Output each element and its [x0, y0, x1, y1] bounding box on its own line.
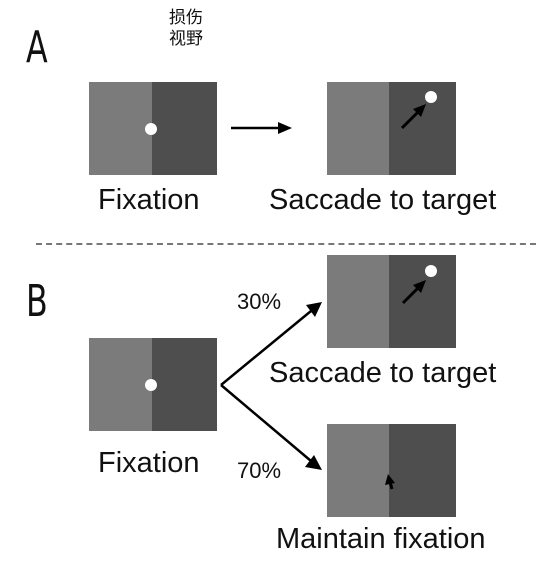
lesioned-hemifield: [152, 338, 217, 431]
sequence-arrow-head: [278, 122, 292, 134]
panel-a-saccade-screen: [327, 82, 456, 175]
panel-a-saccade-caption: Saccade to target: [269, 184, 497, 216]
intact-hemifield: [89, 82, 152, 175]
lesion-label-line1: 损伤: [169, 8, 203, 28]
panel-b-letter: B: [26, 276, 48, 327]
lesioned-hemifield: [389, 255, 456, 348]
fixation-dot: [145, 379, 157, 391]
panel-a-letter: A: [26, 22, 48, 73]
intact-hemifield: [327, 82, 389, 175]
branch-arrow-down-line: [220, 384, 312, 462]
branch-arrow-up-head: [306, 302, 322, 317]
panel-b-fixation-screen: [89, 338, 217, 431]
target-dot: [425, 265, 437, 277]
panel-a-fixation-caption: Fixation: [98, 184, 200, 216]
intact-hemifield: [89, 338, 152, 431]
panel-b-maintain-screen: [327, 424, 456, 517]
maintain-percent: 70%: [237, 458, 282, 483]
panel-b-saccade-screen: [327, 255, 456, 348]
saccade-arrow-head: [413, 104, 426, 117]
panel-b-maintain-caption: Maintain fixation: [276, 523, 486, 555]
saccade-percent: 30%: [237, 289, 282, 314]
lesioned-hemifield: [152, 82, 217, 175]
fixation-dot: [145, 123, 157, 135]
saccade-arrow-head: [413, 280, 426, 293]
panel-b-fixation-caption: Fixation: [98, 447, 200, 479]
intact-hemifield: [327, 255, 389, 348]
lesion-label-line2: 视野: [169, 29, 203, 49]
maintain-arrow-head: [385, 474, 395, 485]
lesioned-hemifield: [389, 424, 456, 517]
lesioned-field-label: 损伤 视野: [156, 8, 216, 50]
branch-arrow-down-head: [305, 455, 322, 470]
panel-a-fixation-screen: [89, 82, 217, 175]
branch-arrow-up-line: [220, 310, 312, 386]
lesioned-hemifield: [389, 82, 456, 175]
panel-b-saccade-caption: Saccade to target: [269, 357, 497, 389]
target-dot: [425, 91, 437, 103]
intact-hemifield: [327, 424, 389, 517]
panel-divider: [36, 243, 536, 245]
